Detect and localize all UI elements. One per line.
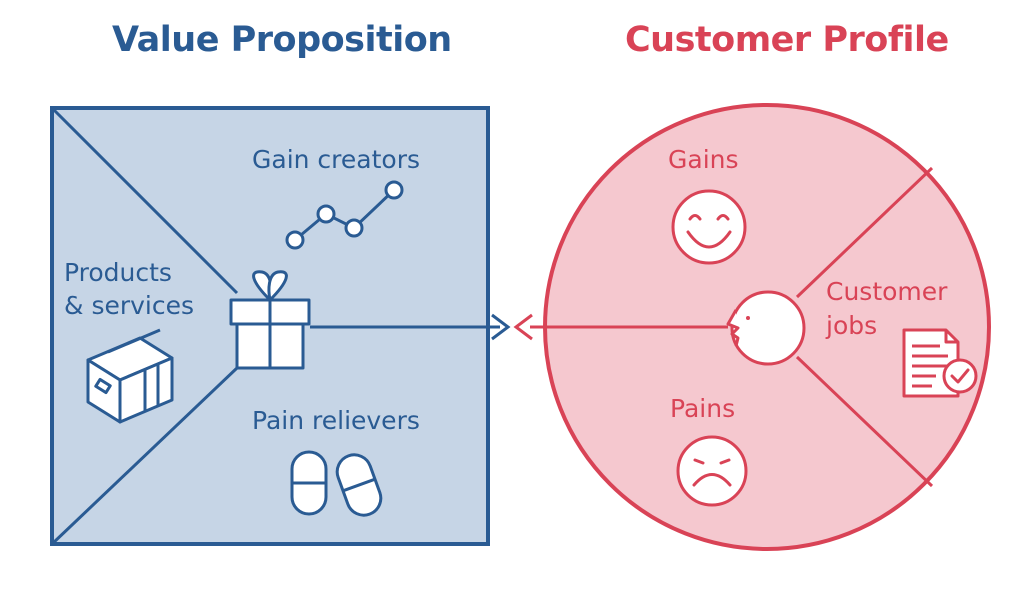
customer-profile-title: Customer Profile bbox=[625, 20, 949, 60]
divider-lower bbox=[795, 355, 934, 488]
products-services-label-line2: & services bbox=[64, 291, 195, 320]
value-proposition-title: Value Proposition bbox=[112, 20, 452, 60]
frown-icon bbox=[676, 435, 748, 507]
gain-creators-label: Gain creators bbox=[252, 145, 421, 174]
box-icon bbox=[86, 328, 174, 424]
products-services-label-line1: Products bbox=[64, 258, 172, 287]
pills-icon bbox=[290, 450, 383, 517]
divider-upper bbox=[795, 166, 934, 299]
trend-line-icon bbox=[285, 180, 404, 250]
gains-label: Gains bbox=[668, 145, 739, 174]
arrow-icon bbox=[491, 313, 511, 341]
pain-relievers-label: Pain relievers bbox=[252, 406, 420, 435]
pains-label: Pains bbox=[670, 394, 736, 423]
document-check-icon bbox=[902, 328, 978, 398]
gift-icon bbox=[229, 270, 311, 370]
customer-jobs-label-line1: Customer bbox=[826, 277, 948, 306]
face-profile-icon bbox=[726, 290, 806, 366]
customer-jobs-label-line2: jobs bbox=[826, 311, 878, 340]
divider-top bbox=[50, 106, 239, 295]
smiley-icon bbox=[671, 189, 747, 265]
arrow-icon bbox=[513, 313, 533, 341]
divider-bottom bbox=[50, 366, 239, 546]
value-map bbox=[50, 106, 511, 546]
